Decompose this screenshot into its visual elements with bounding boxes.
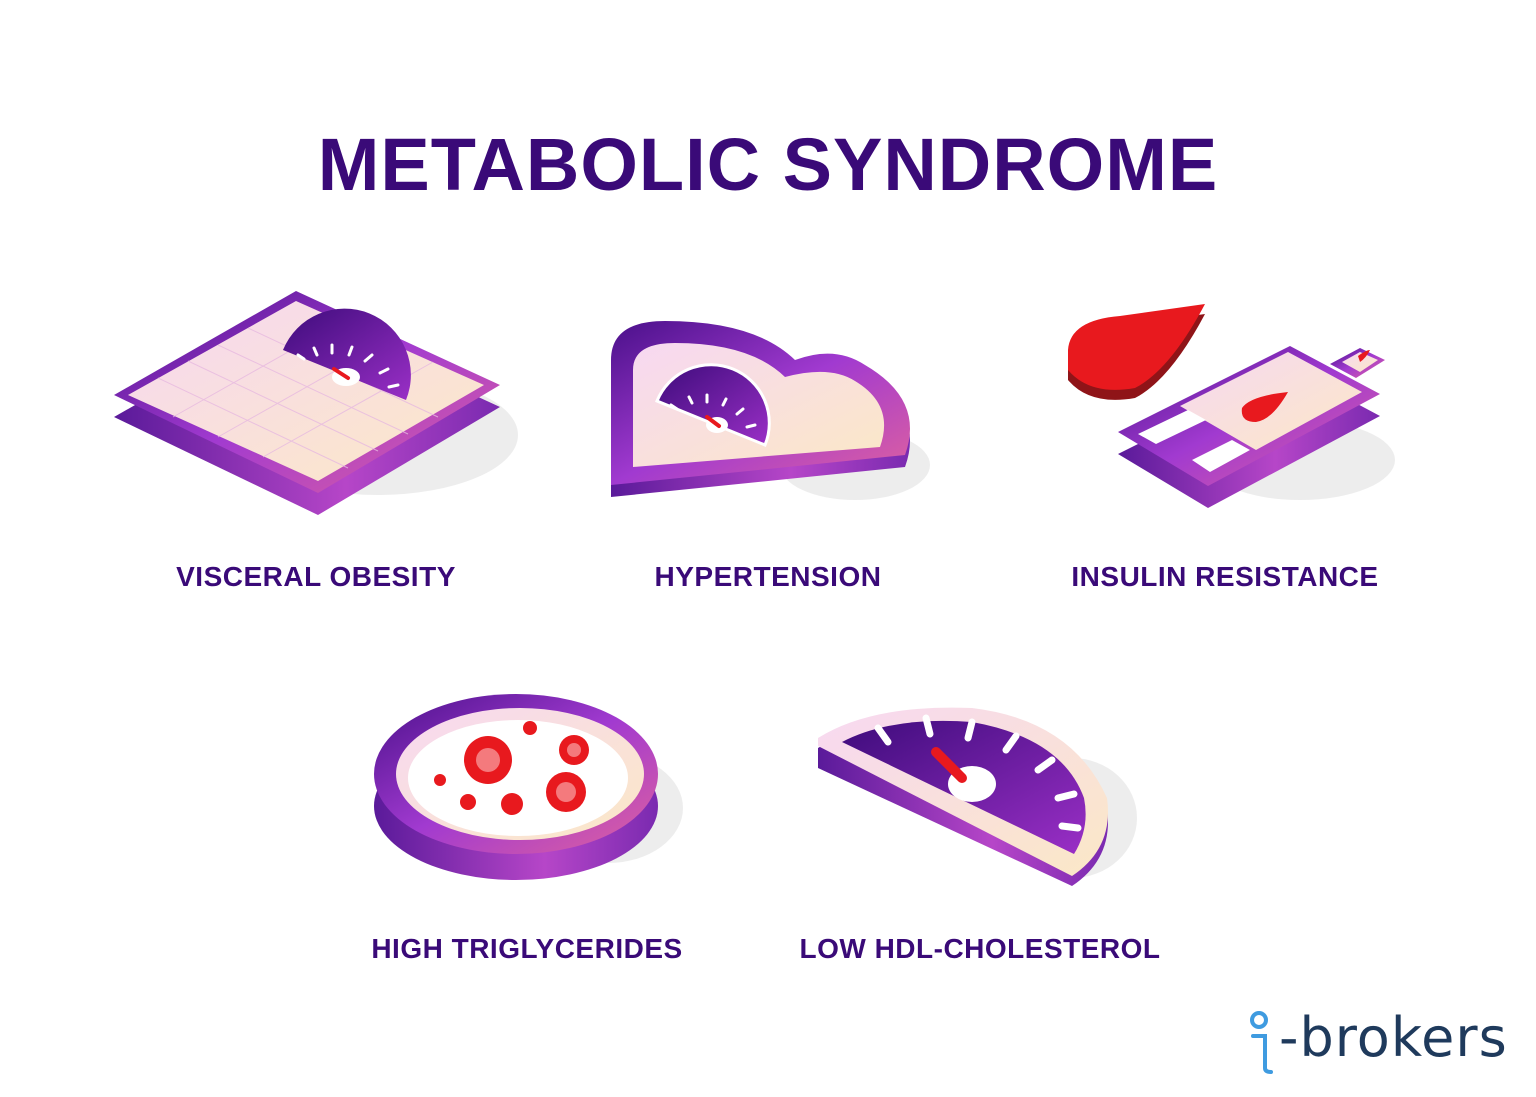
logo-text: -brokers	[1279, 1006, 1508, 1069]
item-label-high-triglycerides: HIGH TRIGLYCERIDES	[371, 933, 683, 964]
item-label-hypertension: HYPERTENSION	[654, 561, 882, 592]
logo-i-mark	[1250, 1011, 1273, 1074]
i-brokers-logo: -brokers	[1245, 1006, 1515, 1080]
glucometer-icon	[1068, 304, 1395, 508]
petri-dish-icon	[374, 694, 683, 880]
item-label-insulin-resistance: INSULIN RESISTANCE	[1071, 561, 1379, 592]
scale-icon	[114, 291, 518, 515]
item-label-visceral-obesity: VISCERAL OBESITY	[176, 561, 456, 592]
page-title: METABOLIC SYNDROME	[317, 123, 1219, 206]
item-label-low-hdl-cholesterol: LOW HDL-CHOLESTEROL	[799, 933, 1161, 964]
heart-gauge-icon	[611, 321, 930, 500]
gauge-icon	[818, 707, 1137, 886]
